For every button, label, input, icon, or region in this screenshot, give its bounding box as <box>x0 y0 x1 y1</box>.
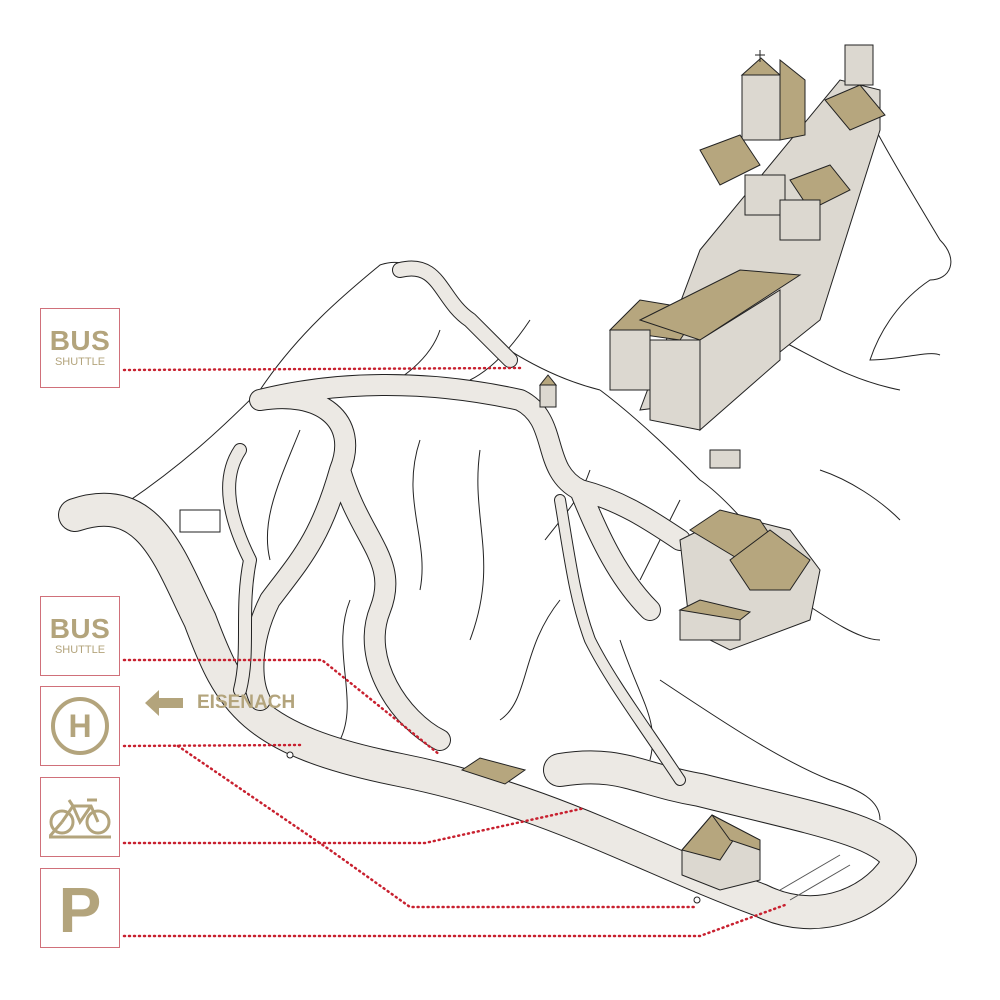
leader-bus-bottom <box>122 658 442 757</box>
bus-shelter <box>179 509 701 904</box>
bicycle-icon <box>48 798 111 839</box>
bus-stop-h-icon: H <box>51 697 109 755</box>
bus-label: BUS <box>49 325 111 356</box>
leader-bus-stop <box>122 743 697 909</box>
parking-house <box>681 814 851 901</box>
bus-label: BUS <box>49 613 111 644</box>
leader-parking <box>122 903 787 938</box>
legend-bus-shuttle-bottom[interactable]: BUS SHUTTLE <box>40 596 120 676</box>
legend-parking[interactable]: P <box>40 868 120 948</box>
shuttle-label: SHUTTLE <box>54 644 106 656</box>
legend-bus-shuttle-top[interactable]: BUS SHUTTLE <box>40 308 120 388</box>
leader-bus-top <box>122 366 522 372</box>
legend-bus-stop[interactable]: H <box>40 686 120 766</box>
leader-bicycle <box>122 806 587 845</box>
legend-bicycle[interactable] <box>40 777 120 857</box>
svg-text:H: H <box>68 708 91 744</box>
svg-text:P: P <box>59 878 102 938</box>
shuttle-label: SHUTTLE <box>54 356 106 368</box>
parking-icon: P <box>59 878 102 938</box>
wartburg-castle <box>538 44 886 469</box>
arrow-left-icon <box>145 690 183 716</box>
hotel-building <box>678 509 821 651</box>
direction-eisenach: EISENACH <box>145 690 295 716</box>
leader-lines <box>122 366 787 938</box>
direction-label: EISENACH <box>197 692 296 713</box>
